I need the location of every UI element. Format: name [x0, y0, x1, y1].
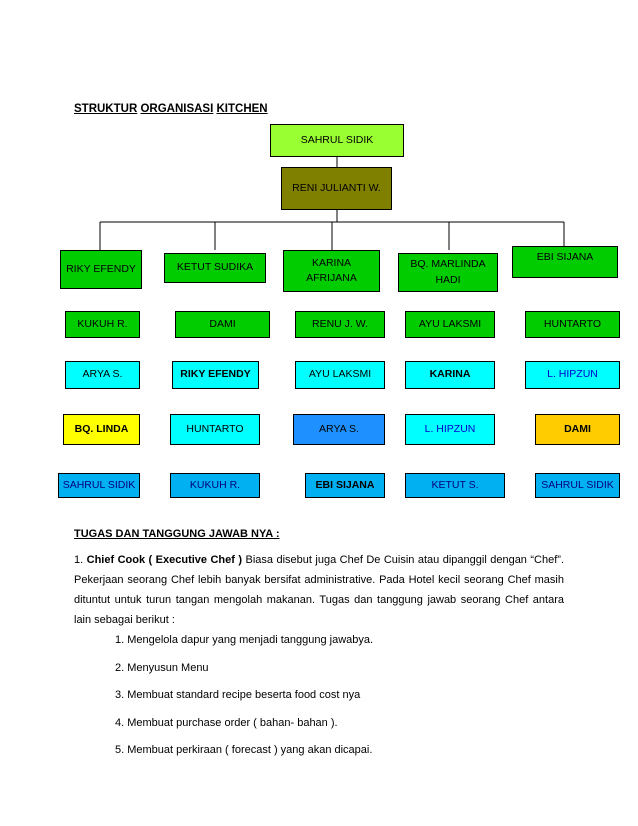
org-box-label: BQ. MARLINDA HADI	[410, 258, 486, 286]
org-box-label: ARYA S.	[319, 422, 359, 435]
org-box-label: DAMI	[209, 317, 236, 330]
org-box-second: RENI JULIANTI W.	[281, 167, 392, 210]
org-box-label: KUKUH R.	[77, 317, 128, 330]
paragraph-text: Biasa disebut juga Chef De Cuisin atau d…	[74, 554, 565, 626]
duty-item: 4. Membuat purchase order ( bahan- bahan…	[115, 716, 338, 729]
org-box-r4-c3: ARYA S.	[293, 414, 385, 445]
chef-paragraph: 1. Chief Cook ( Executive Chef ) Biasa d…	[74, 550, 564, 630]
chart-title: STRUKTUR ORGANISASI KITCHEN	[74, 103, 268, 115]
org-box-label: KARINA	[429, 368, 471, 381]
org-box-r2-c5: HUNTARTO	[525, 311, 620, 338]
org-box-label: HUNTARTO	[543, 317, 602, 330]
paragraph-prefix: 1.	[74, 554, 87, 566]
duties-heading: TUGAS DAN TANGGUNG JAWAB NYA :	[74, 528, 280, 540]
org-box-label: BQ. LINDA	[74, 422, 129, 435]
org-box-label: KUKUH R.	[189, 478, 241, 491]
org-box-r4-c5: DAMI	[535, 414, 620, 445]
org-box-r5-c4: KETUT S.	[405, 473, 505, 498]
title-word-2: ORGANISASI	[140, 103, 214, 115]
org-box-r5-c2: KUKUH R.	[170, 473, 260, 498]
org-box-label: EBI SIJANA	[315, 478, 375, 491]
org-box-r1-c3: KARINA AFRIJANA	[283, 250, 380, 292]
org-box-r3-c3: AYU LAKSMI	[295, 361, 385, 389]
org-box-label: HUNTARTO	[186, 422, 244, 435]
org-box-r5-c5: SAHRUL SIDIK	[535, 473, 620, 498]
org-box-head-label: SAHRUL SIDIK	[300, 133, 374, 146]
org-box-label: RENU J. W.	[311, 317, 368, 330]
org-box-r1-c5: EBI SIJANA	[512, 246, 618, 278]
org-box-label: RIKY EFENDY	[66, 262, 136, 275]
org-box-r5-c1: SAHRUL SIDIK	[58, 473, 140, 498]
org-box-label: KETUT S.	[431, 478, 479, 491]
org-box-r4-c1: BQ. LINDA	[63, 414, 140, 445]
org-box-label: EBI SIJANA	[536, 251, 594, 263]
title-word-1: STRUKTUR	[74, 103, 138, 115]
org-box-r3-c2: RIKY EFENDY	[172, 361, 259, 389]
org-box-r1-c2: KETUT SUDIKA	[164, 253, 266, 283]
duty-item: 5. Membuat perkiraan ( forecast ) yang a…	[115, 744, 373, 756]
org-box-r4-c4: L. HIPZUN	[405, 414, 495, 445]
org-box-second-label: RENI JULIANTI W.	[292, 181, 381, 194]
org-box-r2-c3: RENU J. W.	[295, 311, 385, 338]
org-box-r5-c3: EBI SIJANA	[305, 473, 385, 498]
org-box-head: SAHRUL SIDIK	[270, 124, 404, 157]
org-box-r2-c4: AYU LAKSMI	[405, 311, 495, 338]
org-box-label: KETUT SUDIKA	[176, 261, 254, 274]
org-box-label: L. HIPZUN	[424, 422, 476, 435]
duty-item: 3. Membuat standard recipe beserta food …	[115, 689, 361, 701]
org-box-r3-c1: ARYA S.	[65, 361, 140, 389]
title-word-3: KITCHEN	[216, 103, 268, 115]
org-chart-connectors	[99, 157, 565, 250]
org-box-label: L. HIPZUN	[547, 368, 598, 381]
duties-list: 1. Mengelola dapur yang menjadi tanggung…	[115, 627, 373, 765]
duty-item: 2. Menyusun Menu	[115, 661, 209, 674]
org-box-label: KARINA AFRIJANA	[306, 256, 357, 284]
duty-item: 1. Mengelola dapur yang menjadi tanggung…	[115, 634, 374, 646]
org-box-label: AYU LAKSMI	[418, 317, 482, 330]
org-box-label: RIKY EFENDY	[180, 368, 251, 381]
org-box-r2-c2: DAMI	[175, 311, 270, 338]
org-box-label: DAMI	[564, 422, 591, 435]
org-box-r3-c4: KARINA	[405, 361, 495, 389]
org-box-label: SAHRUL SIDIK	[541, 478, 614, 491]
org-box-r2-c1: KUKUH R.	[65, 311, 140, 338]
org-box-r1-c1: RIKY EFENDY	[60, 250, 142, 289]
paragraph-term: Chief Cook ( Executive Chef )	[86, 554, 243, 566]
org-box-label: ARYA S.	[82, 368, 123, 381]
org-box-label: AYU LAKSMI	[308, 368, 372, 381]
org-box-r3-c5: L. HIPZUN	[525, 361, 620, 389]
org-box-label: SAHRUL SIDIK	[62, 478, 136, 491]
org-box-r1-c4: BQ. MARLINDA HADI	[398, 253, 498, 292]
org-box-r4-c2: HUNTARTO	[170, 414, 260, 445]
